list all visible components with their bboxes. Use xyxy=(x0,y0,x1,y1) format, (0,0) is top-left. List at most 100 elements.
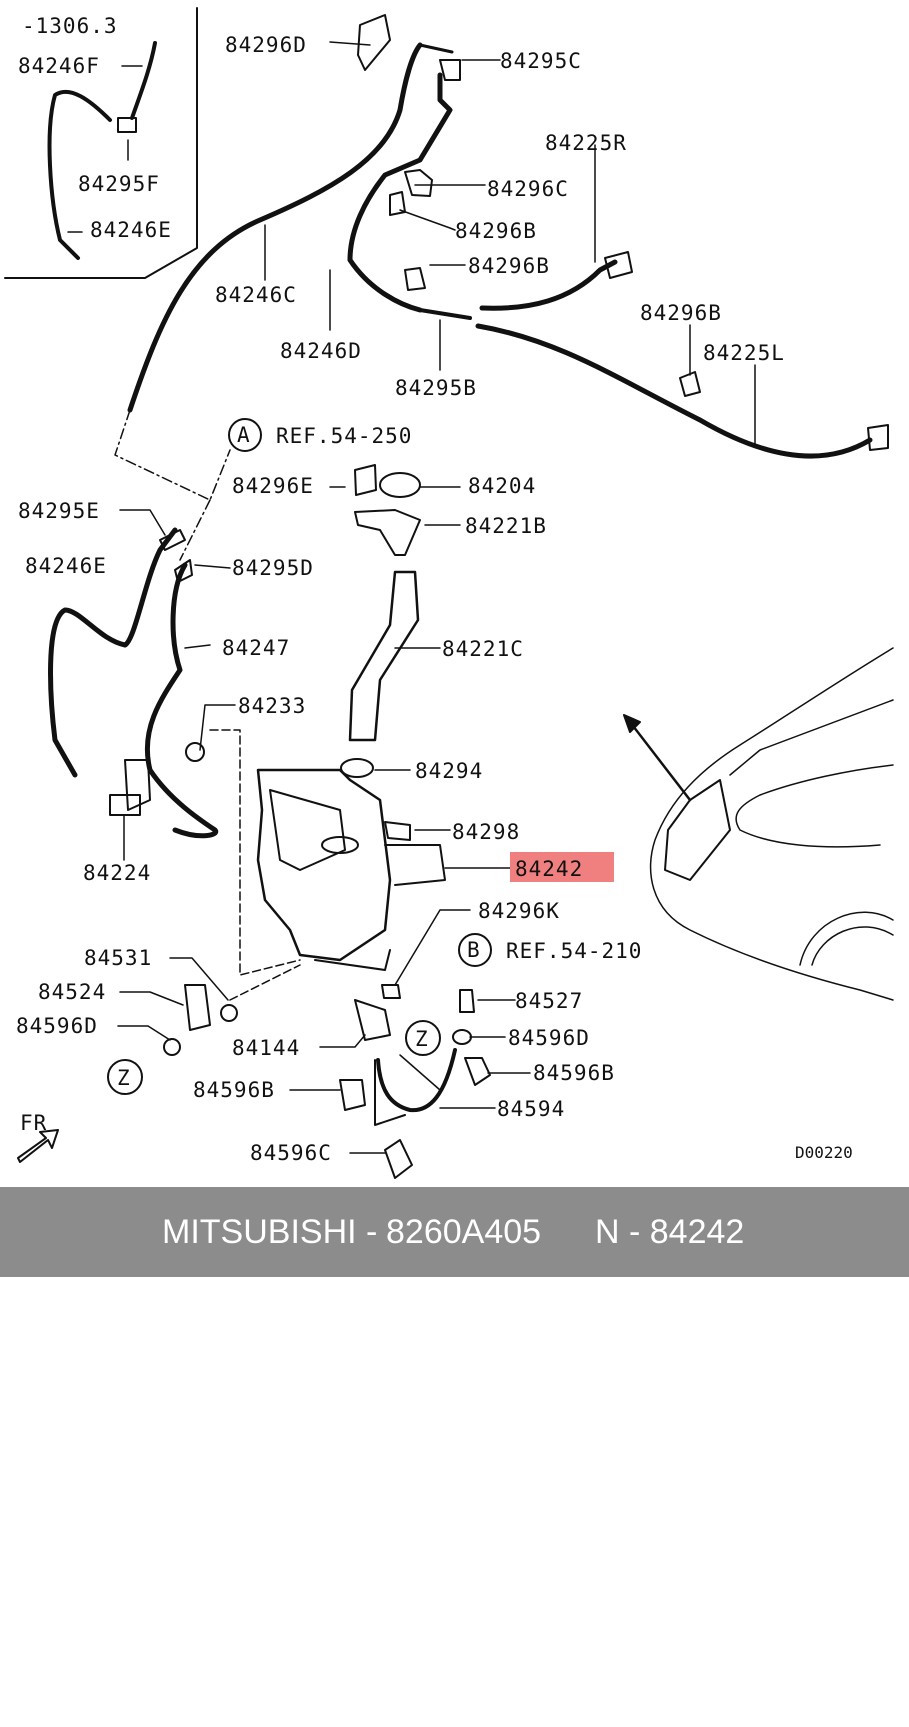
label-84295C: 84295C xyxy=(500,49,582,73)
label-84246F: 84246F xyxy=(18,54,100,78)
clip-84596C xyxy=(384,1139,413,1179)
car-wheel xyxy=(811,926,894,966)
parts-diagram: -1306.3 84246F 84295F 84246E 84296D 8429… xyxy=(4,7,894,1179)
inset-leaders xyxy=(121,65,143,161)
clip-84296K xyxy=(381,984,401,999)
clip-84296B-2 xyxy=(404,267,426,291)
label-84295B: 84295B xyxy=(395,376,477,400)
z-letter-right: Z xyxy=(415,1027,429,1051)
label-84242: 84242 xyxy=(515,857,583,881)
car-washer-location xyxy=(664,779,731,881)
location-arrowhead xyxy=(623,714,641,733)
label-84296B-1: 84296B xyxy=(455,219,537,243)
label-84295D: 84295D xyxy=(232,556,314,580)
tank-filler xyxy=(321,836,359,854)
leaders-pump xyxy=(117,957,229,1041)
clip-84296B-1 xyxy=(389,191,406,216)
valve-84527 xyxy=(459,989,475,1013)
location-arrow xyxy=(628,720,692,802)
inset-hose-lower xyxy=(47,89,112,260)
label-84221B: 84221B xyxy=(465,514,547,538)
fr-arrow xyxy=(17,1129,59,1163)
label-84596D-left: 84596D xyxy=(16,1014,98,1038)
leader-84144 xyxy=(319,1034,366,1048)
footer-bar: MITSUBISHI - 8260A405 N - 84242 xyxy=(0,1187,909,1277)
ref-b-letter: B xyxy=(467,938,481,962)
hose-84246E xyxy=(48,527,178,778)
joint-84295E xyxy=(159,529,186,551)
joint-84295D xyxy=(174,559,193,583)
label-84233: 84233 xyxy=(238,694,306,718)
nozzle-84225L xyxy=(867,424,889,451)
label-84246E-inset: 84246E xyxy=(90,218,172,242)
leaders-right xyxy=(469,999,531,1074)
tank-84242 xyxy=(256,768,392,962)
car-windshield xyxy=(729,699,894,776)
label-84221C: 84221C xyxy=(442,637,524,661)
clip-84296B-3 xyxy=(679,371,701,397)
z-letter-left: Z xyxy=(117,1066,131,1090)
diagram-code: D00220 xyxy=(795,1143,853,1162)
grommet-84233 xyxy=(185,742,205,762)
sensor-84298 xyxy=(384,821,411,841)
label-84225R: 84225R xyxy=(545,131,627,155)
z-circle-right xyxy=(405,1020,441,1056)
ref-line-tank xyxy=(209,729,301,976)
diagram-svg: -1306.3 84246F 84295F 84246E 84296D 8429… xyxy=(4,7,894,1179)
leaders-left xyxy=(119,509,236,751)
label-84295E: 84295E xyxy=(18,499,100,523)
label-84298: 84298 xyxy=(452,820,520,844)
ref-a-circle xyxy=(228,418,262,452)
car-wheel-arch xyxy=(799,911,894,966)
leaders-top xyxy=(264,41,756,446)
hose-84246C xyxy=(127,42,423,413)
connector-84144 xyxy=(354,999,391,1041)
label-84296B-2: 84296B xyxy=(468,254,550,278)
highlight-box xyxy=(510,852,614,882)
inset-frame xyxy=(4,7,198,279)
hose-84225L xyxy=(475,323,873,459)
clip-84296D xyxy=(357,14,391,71)
clip-84596B-left xyxy=(339,1079,366,1111)
ref-line-a xyxy=(114,409,231,501)
clip-84296C xyxy=(404,169,433,197)
brand-name: MITSUBISHI xyxy=(162,1213,357,1251)
ref-a-letter: A xyxy=(237,423,251,447)
label-84296K: 84296K xyxy=(478,899,560,923)
screw-84296E xyxy=(354,464,377,496)
label-84524: 84524 xyxy=(38,980,106,1004)
label-84294: 84294 xyxy=(415,759,483,783)
label-84144: 84144 xyxy=(232,1036,300,1060)
pump-84524 xyxy=(184,984,211,1031)
cap-84596D-left xyxy=(163,1038,181,1056)
hose-bracket xyxy=(374,1059,406,1126)
hose-84221C xyxy=(348,570,420,742)
hose-84246D xyxy=(347,72,453,313)
label-84246D: 84246D xyxy=(280,339,362,363)
hose-top-link xyxy=(418,43,454,54)
tank-bottom xyxy=(314,949,391,971)
label-84204: 84204 xyxy=(468,474,536,498)
label-84531: 84531 xyxy=(84,946,152,970)
car-hood xyxy=(735,764,894,848)
seal-84294 xyxy=(340,758,374,778)
ref-line-a2 xyxy=(179,499,211,561)
n-number: N - 84242 xyxy=(595,1213,745,1251)
label-84527: 84527 xyxy=(515,989,583,1013)
label-84594: 84594 xyxy=(497,1097,565,1121)
part-number: 8260A405 xyxy=(386,1213,542,1251)
label-84596C: 84596C xyxy=(250,1141,332,1165)
label-84296C: 84296C xyxy=(487,177,569,201)
cap-84204 xyxy=(379,472,421,498)
z-circle-left xyxy=(107,1059,143,1095)
footer-separator: - xyxy=(366,1213,378,1251)
label-ref-b: REF.54-210 xyxy=(506,939,642,963)
label-84246E: 84246E xyxy=(25,554,107,578)
grommet-84531 xyxy=(220,1004,238,1022)
label-84296B-3: 84296B xyxy=(640,301,722,325)
tank-inner xyxy=(269,789,346,871)
label-84596D-right: 84596D xyxy=(508,1026,590,1050)
car-body xyxy=(649,647,894,1001)
label-84295F: 84295F xyxy=(78,172,160,196)
joint-84295C xyxy=(439,59,461,81)
